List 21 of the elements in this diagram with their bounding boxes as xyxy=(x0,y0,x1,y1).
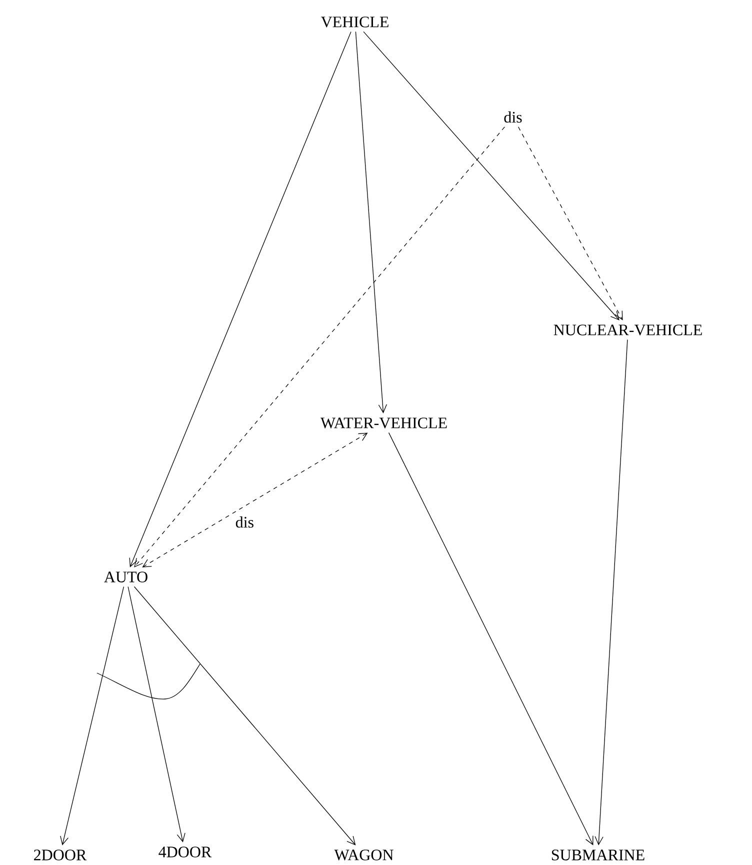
arrow xyxy=(134,586,356,846)
arrow xyxy=(518,126,623,320)
arrow xyxy=(134,126,505,568)
node-label: 2DOOR xyxy=(34,850,87,860)
arrow xyxy=(128,586,186,842)
arrow xyxy=(142,432,368,568)
edge-label: dis xyxy=(236,516,254,528)
node-label: AUTO xyxy=(104,572,148,582)
node-label: dis xyxy=(504,111,522,123)
arrow xyxy=(388,432,594,846)
arrow xyxy=(129,31,352,568)
node-label: NUCLEAR-VEHICLE xyxy=(554,324,702,336)
arrow xyxy=(594,339,628,846)
node-label: VEHICLE xyxy=(320,16,388,28)
node-label: 4DOOR xyxy=(158,846,212,858)
arrow xyxy=(363,31,620,320)
node-label: SUBMARINE xyxy=(552,850,644,860)
arrow xyxy=(355,31,387,414)
arrow xyxy=(60,586,124,846)
node-label: WATER-VEHICLE xyxy=(320,418,447,428)
node-label: WAGON xyxy=(334,850,394,860)
